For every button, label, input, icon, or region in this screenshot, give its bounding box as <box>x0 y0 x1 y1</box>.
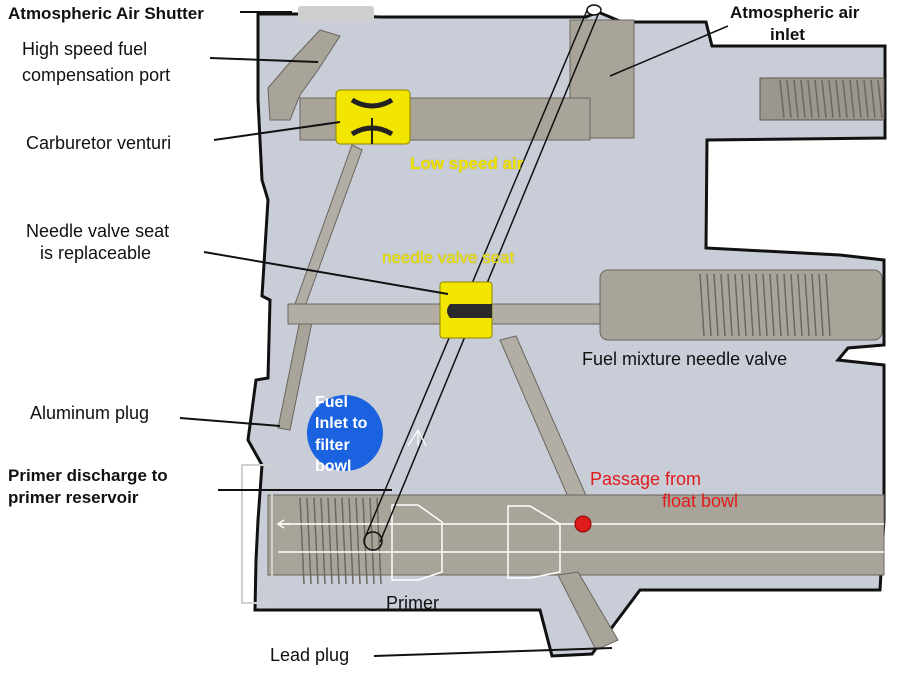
thread-line <box>362 497 368 585</box>
venturi-yellow-part <box>335 89 411 145</box>
label-needle-seat-2: is replaceable <box>40 243 152 263</box>
leader-venturi <box>213 121 341 141</box>
shutter-rod-edge-right <box>379 9 601 543</box>
leader-high-speed <box>209 57 319 63</box>
thread-line <box>348 497 354 585</box>
leader-lead-plug <box>373 647 613 657</box>
fuel-inlet-circle <box>307 395 383 471</box>
thread-line <box>706 273 712 337</box>
label-fuel-inlet-1: Fuel <box>315 394 348 411</box>
needle-valve-head <box>599 269 883 341</box>
thread-line <box>713 273 719 337</box>
primer-threads <box>299 497 382 585</box>
label-fuel-inlet-4: bowl <box>315 458 352 475</box>
thread-line <box>870 79 876 119</box>
thread-line <box>828 79 834 119</box>
leader-needle-seat <box>203 251 449 295</box>
air-shutter-marker <box>298 6 374 22</box>
primer-arrow-icon <box>276 519 290 529</box>
primer-bore <box>267 494 885 576</box>
shutter-rod-edge-left <box>363 7 589 541</box>
thread-line <box>863 79 869 119</box>
thread-line <box>786 79 792 119</box>
thread-line <box>299 497 305 585</box>
label-atmospheric-air-inlet-1: Atmospheric air <box>730 3 860 22</box>
label-primer-discharge-2: primer reservoir <box>8 488 139 507</box>
label-aluminum-plug: Aluminum plug <box>30 403 150 423</box>
thread-line <box>762 273 768 337</box>
thread-line <box>849 79 855 119</box>
label-atmospheric-air-inlet-2: inlet <box>770 25 805 44</box>
thread-line <box>734 273 740 337</box>
thread-line <box>748 273 754 337</box>
thread-line <box>769 273 775 337</box>
thread-line <box>811 273 817 337</box>
thread-line <box>804 273 810 337</box>
label-primer: Primer <box>386 593 439 613</box>
thread-line <box>821 79 827 119</box>
label-passage-1: Passage from <box>590 469 702 489</box>
label-low-speed-air: Low speed air <box>410 154 524 173</box>
thread-line <box>779 79 785 119</box>
thread-line <box>797 273 803 337</box>
lead-plug-passage <box>557 571 619 651</box>
thread-line <box>320 497 326 585</box>
thread-line <box>818 273 824 337</box>
thread-line <box>793 79 799 119</box>
shutter-rod-top-end <box>586 4 602 16</box>
primer-piston-right <box>507 505 561 579</box>
primer-outline-box <box>241 464 273 604</box>
thread-line <box>313 497 319 585</box>
thread-line <box>790 273 796 337</box>
thread-line <box>741 273 747 337</box>
thread-line <box>835 79 841 119</box>
thread-line <box>727 273 733 337</box>
thread-line <box>776 273 782 337</box>
thread-line <box>800 79 806 119</box>
float-bowl-passage-dot <box>574 515 592 533</box>
label-atmospheric-air-shutter: Atmospheric Air Shutter <box>8 4 204 23</box>
label-fuel-inlet-3: filter <box>315 437 350 454</box>
thread-line <box>825 273 831 337</box>
label-carburetor-venturi: Carburetor venturi <box>26 133 172 153</box>
label-fuel-mixture-needle-valve: Fuel mixture needle valve <box>582 349 788 369</box>
high-speed-port-channel <box>267 29 341 121</box>
thread-line <box>807 79 813 119</box>
thread-line <box>341 497 347 585</box>
thread-line <box>699 273 705 337</box>
label-high-speed-port-1: High speed fuel <box>22 39 148 59</box>
leader-air-inlet <box>609 25 729 77</box>
leader-aluminum-plug <box>179 417 281 427</box>
top-plug-threads <box>779 79 883 119</box>
label-passage-2: float bowl <box>662 491 739 511</box>
thread-line <box>783 273 789 337</box>
thread-line <box>327 497 333 585</box>
thread-line <box>334 497 340 585</box>
thread-line <box>877 79 883 119</box>
fuel-inlet-arrow-icon <box>407 428 427 447</box>
needle-seat-yellow-part <box>439 281 493 339</box>
thread-line <box>755 273 761 337</box>
thread-line <box>814 79 820 119</box>
thread-line <box>720 273 726 337</box>
label-fuel-inlet-2: Inlet to <box>315 415 368 432</box>
label-primer-discharge-1: Primer discharge to <box>8 466 168 485</box>
needle-threads <box>699 273 831 337</box>
shutter-rod-bottom-end <box>363 531 383 551</box>
thread-line <box>369 497 375 585</box>
label-needle-seat-small: needle valve seat <box>382 248 515 267</box>
thread-line <box>856 79 862 119</box>
thread-line <box>306 497 312 585</box>
thread-line <box>376 497 382 585</box>
label-needle-seat-1: Needle valve seat <box>26 221 170 241</box>
label-lead-plug: Lead plug <box>270 645 350 665</box>
primer-piston-left <box>391 504 443 581</box>
label-high-speed-port-2: compensation port <box>22 65 171 85</box>
thread-line <box>355 497 361 585</box>
thread-line <box>842 79 848 119</box>
